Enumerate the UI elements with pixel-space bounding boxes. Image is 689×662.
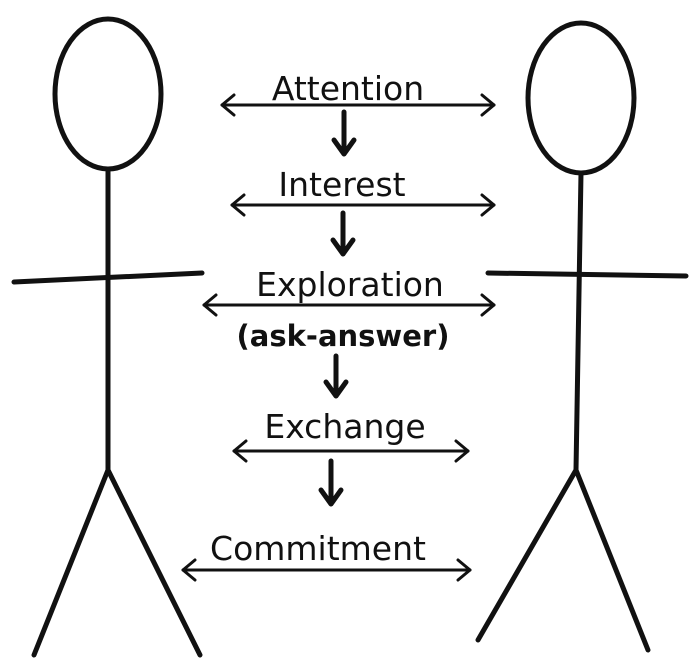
stage-label-interest: Interest [278,165,405,204]
double-arrow-interest [230,193,496,217]
stage-exchange: Exchange [232,407,470,463]
right-figure-head [525,20,637,176]
right-figure-body [573,170,584,473]
down-arrow-3 [323,353,349,399]
stage-label-exchange: Exchange [264,407,425,446]
stage-sublabel-exploration: (ask-answer) [237,319,450,353]
right-figure-left-leg [475,467,579,643]
left-figure-left-leg [31,467,111,658]
stage-label-attention: Attention [272,69,424,108]
right-stick-figure [475,20,689,653]
left-figure-arms [11,270,205,285]
left-figure-head [52,16,164,172]
stage-interest: Interest [230,165,496,217]
stage-exploration: Exploration (ask-answer) [202,265,496,353]
stage-commitment: Commitment [181,529,472,582]
right-figure-right-leg [573,467,651,653]
down-arrow-4 [318,458,344,507]
double-arrow-exploration [202,293,496,317]
down-arrow-2 [330,210,356,257]
double-arrow-attention [220,93,496,117]
stage-label-exploration: Exploration [256,265,444,304]
left-figure-right-leg [105,467,203,658]
right-figure-arms [485,270,689,279]
left-stick-figure [11,16,205,658]
double-arrow-commitment [181,558,472,582]
stage-label-commitment: Commitment [210,529,426,568]
double-arrow-exchange [232,439,470,463]
stage-attention: Attention [220,69,496,117]
down-arrow-1 [331,109,357,157]
